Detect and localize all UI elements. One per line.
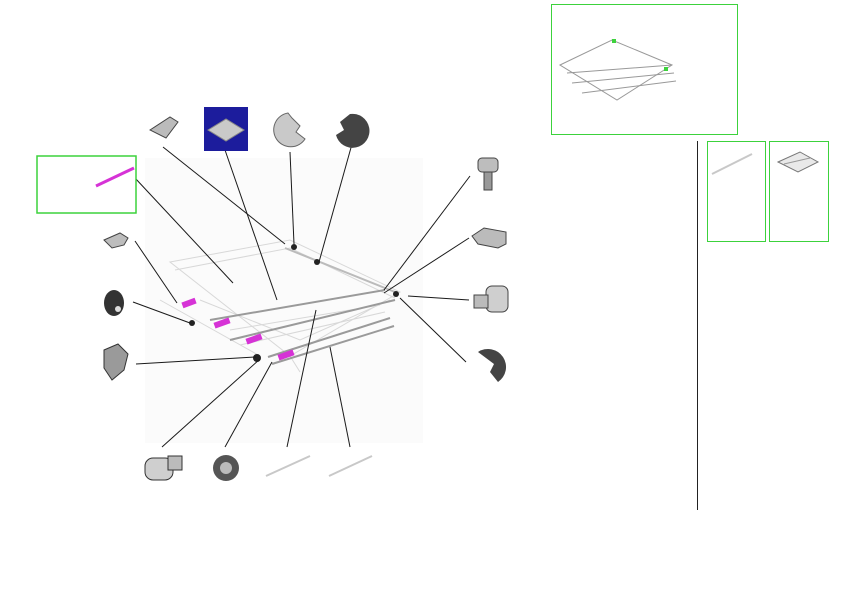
callout-pink-shaft[interactable] [36, 155, 137, 214]
callout-coupling[interactable] [144, 455, 183, 481]
e-ring-icon [478, 348, 507, 382]
rod-icon [265, 455, 311, 477]
assembly-fasteners [189, 244, 399, 362]
assembly-icon [558, 39, 677, 101]
screw-icon [477, 157, 499, 173]
lever-icon [103, 232, 129, 249]
e-ring-icon [273, 112, 306, 148]
inset-rod[interactable] [707, 141, 766, 242]
clip-icon [148, 116, 179, 139]
callout-latch[interactable] [103, 343, 129, 381]
e-ring-icon [336, 113, 370, 148]
callout-rod-1[interactable] [265, 455, 311, 477]
callout-knob-wheel[interactable] [104, 290, 124, 316]
main-assembly [145, 158, 423, 443]
pad-icon [207, 118, 245, 142]
leader-lines [132, 143, 471, 448]
callout-e-ring-2[interactable] [336, 113, 370, 148]
callout-screw[interactable] [477, 157, 499, 191]
tray-icon [776, 151, 820, 173]
highlighted-parts [181, 297, 295, 361]
callout-e-ring-1[interactable] [273, 112, 306, 148]
callout-e-ring-3[interactable] [478, 348, 507, 382]
bushing-icon [485, 285, 509, 313]
callout-gear[interactable] [213, 455, 239, 481]
rod-icon [711, 153, 753, 175]
callout-rod-2[interactable] [328, 455, 373, 477]
bracket-icon [471, 227, 507, 249]
inset-tray[interactable] [769, 141, 829, 242]
latch-icon [103, 343, 129, 381]
callout-arm-clip[interactable] [148, 116, 179, 139]
callout-bushing[interactable] [473, 285, 509, 313]
callout-pad-sheet[interactable] [204, 107, 248, 151]
rod-icon [328, 455, 373, 477]
callout-bracket[interactable] [471, 227, 507, 249]
separator-line [697, 141, 699, 510]
inset-assembly-overview[interactable] [551, 4, 738, 135]
callout-lever-small[interactable] [103, 232, 129, 249]
knob-icon [104, 290, 124, 316]
rod-icon [95, 166, 135, 188]
assembly-rollers [209, 247, 396, 365]
